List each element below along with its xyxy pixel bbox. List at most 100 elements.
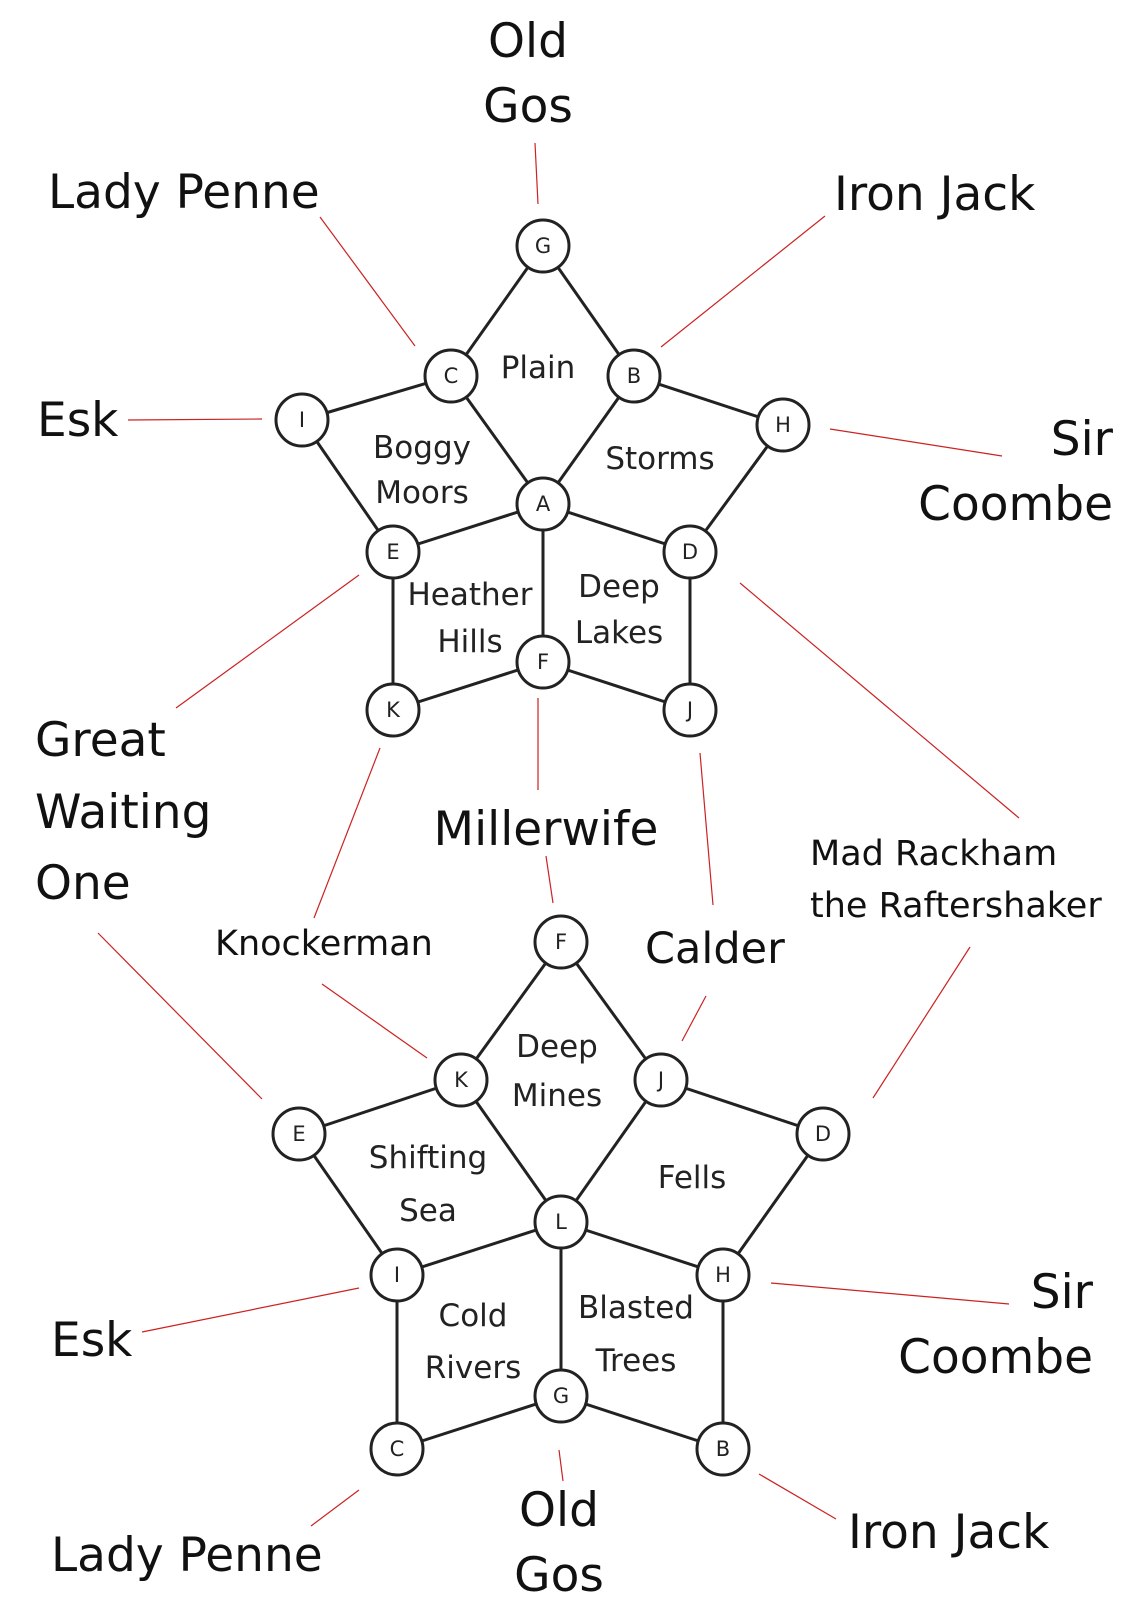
lower-guardian-sir-coombe: Sir Coombe: [898, 1265, 1094, 1385]
svg-text:One: One: [35, 856, 131, 911]
svg-text:H: H: [775, 413, 791, 437]
svg-text:H: H: [715, 1263, 731, 1287]
lower-edge-D-H: [721, 1133, 825, 1276]
leader-lower-knockerman-k: [321, 983, 428, 1059]
upper-guardian-old-gos: Old Gos: [483, 14, 573, 134]
leader-lower-millerwife: [545, 855, 554, 904]
leader-lower-calder-j: [681, 995, 707, 1042]
svg-text:Plain: Plain: [501, 350, 576, 386]
lower-region-deep-mines: Deep Mines: [512, 1029, 602, 1114]
svg-text:Mines: Mines: [512, 1078, 602, 1114]
lower-node-J: J: [633, 1052, 689, 1108]
svg-text:L: L: [555, 1210, 567, 1234]
leader-upper-iron-jack: [660, 215, 826, 348]
lower-guardian-calder: Calder: [645, 924, 785, 974]
svg-text:B: B: [716, 1437, 730, 1461]
upper-guardian-millerwife: Millerwife: [434, 802, 659, 857]
svg-text:Deep: Deep: [578, 569, 660, 605]
svg-text:Esk: Esk: [37, 393, 119, 448]
svg-text:Trees: Trees: [595, 1343, 677, 1379]
lower-node-H: H: [695, 1247, 751, 1303]
svg-text:Great: Great: [35, 713, 166, 768]
lower-node-F: F: [533, 914, 589, 970]
lower-region-cold-rivers: Cold Rivers: [425, 1298, 521, 1386]
upper-node-J: J: [662, 682, 718, 738]
lower-region-shifting-sea: Shifting Sea: [369, 1140, 487, 1229]
upper-node-D: D: [662, 524, 718, 580]
svg-text:Lakes: Lakes: [575, 615, 663, 651]
leader-lower-mad-rackham: [872, 946, 971, 1099]
lower-edge-L-I: [396, 1220, 562, 1277]
svg-text:G: G: [553, 1384, 569, 1408]
svg-text:F: F: [537, 650, 549, 674]
lower-map-leaders: [97, 747, 1010, 1527]
svg-text:Fells: Fells: [658, 1160, 727, 1196]
svg-text:Sir: Sir: [1031, 1265, 1094, 1320]
svg-text:the Raftershaker: the Raftershaker: [810, 886, 1102, 926]
upper-region-deep-lakes: Deep Lakes: [575, 569, 663, 651]
leader-lower-calder: [699, 752, 714, 906]
svg-text:E: E: [292, 1122, 305, 1146]
lower-edge-F-J: [559, 941, 663, 1081]
upper-node-G: G: [515, 218, 571, 274]
lower-node-D: D: [795, 1106, 851, 1162]
upper-map-leaders: [127, 142, 1020, 819]
svg-text:Lady Penne: Lady Penne: [48, 165, 320, 220]
lower-guardian-knockerman: Knockerman: [215, 924, 433, 964]
upper-region-boggy-moors: Boggy Moors: [373, 430, 471, 511]
lower-node-C: C: [369, 1421, 425, 1477]
upper-node-I: I: [274, 392, 330, 448]
leader-lower-esk: [141, 1287, 360, 1333]
leader-lower-iron-jack: [758, 1473, 837, 1520]
upper-guardian-iron-jack: Iron Jack: [834, 167, 1036, 222]
svg-text:B: B: [627, 364, 641, 388]
leader-upper-esk: [127, 418, 263, 421]
lower-guardian-old-gos: Old Gos: [514, 1483, 604, 1600]
svg-text:Lady Penne: Lady Penne: [51, 1528, 323, 1583]
upper-node-F: F: [515, 634, 571, 690]
lower-guardian-lady-penne: Lady Penne: [51, 1528, 323, 1583]
svg-text:Coombe: Coombe: [898, 1330, 1093, 1385]
upper-guardian-esk: Esk: [37, 393, 119, 448]
upper-region-plain: Plain: [501, 350, 576, 386]
lower-node-L: L: [533, 1194, 589, 1250]
lower-edge-K-L: [459, 1079, 563, 1223]
svg-text:Gos: Gos: [514, 1548, 604, 1600]
upper-node-A: A: [515, 476, 571, 532]
upper-node-B: B: [606, 348, 662, 404]
svg-text:Gos: Gos: [483, 79, 573, 134]
lower-node-K: K: [433, 1052, 489, 1108]
svg-text:Calder: Calder: [645, 924, 785, 974]
svg-text:Coombe: Coombe: [918, 477, 1113, 532]
svg-text:C: C: [444, 364, 459, 388]
lower-edge-J-L: [559, 1079, 663, 1223]
svg-text:Old: Old: [519, 1483, 599, 1538]
lower-edge-J-D: [660, 1078, 824, 1136]
svg-text:Sir: Sir: [1051, 412, 1114, 467]
leader-upper-lady-penne: [319, 216, 416, 347]
svg-text:I: I: [299, 408, 305, 432]
lower-node-E: E: [271, 1106, 327, 1162]
svg-text:Moors: Moors: [375, 475, 469, 511]
upper-node-H: H: [755, 397, 811, 453]
upper-guardian-sir-coombe: Sir Coombe: [918, 412, 1114, 532]
svg-text:G: G: [535, 234, 551, 258]
leader-upper-sir-coombe: [829, 428, 1003, 457]
svg-text:J: J: [685, 698, 693, 722]
svg-text:Storms: Storms: [605, 441, 714, 477]
svg-text:F: F: [555, 930, 567, 954]
svg-text:Esk: Esk: [51, 1313, 133, 1368]
lower-region-blasted-trees: Blasted Trees: [578, 1290, 694, 1379]
svg-text:Millerwife: Millerwife: [434, 802, 659, 857]
upper-node-K: K: [365, 682, 421, 738]
upper-node-C: C: [423, 348, 479, 404]
leader-lower-great-waiting-one: [97, 932, 263, 1100]
lower-edge-C-G: [396, 1394, 562, 1451]
lower-edge-E-I: [297, 1133, 399, 1276]
svg-text:Sea: Sea: [399, 1193, 457, 1229]
leader-upper-old-gos: [534, 142, 539, 205]
svg-text:Waiting: Waiting: [35, 785, 211, 840]
leader-upper-mad-rackham: [739, 582, 1020, 819]
lower-guardian-iron-jack: Iron Jack: [848, 1505, 1050, 1560]
upper-guardian-lady-penne: Lady Penne: [48, 165, 320, 220]
